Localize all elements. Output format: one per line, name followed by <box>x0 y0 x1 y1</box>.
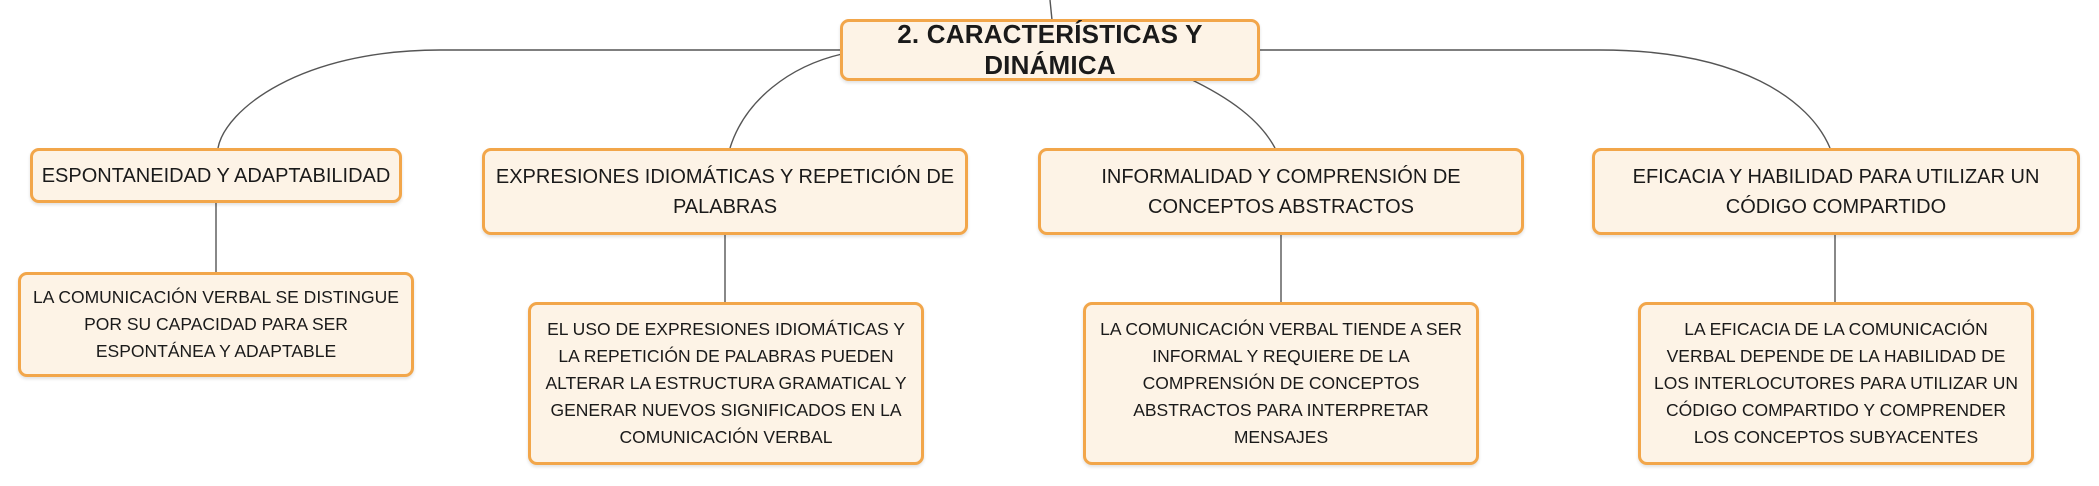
connector-root-to-branch-3 <box>1187 77 1276 149</box>
connector-root-to-branch-2 <box>729 53 843 149</box>
branch-title: INFORMALIDAD Y COMPRENSIÓN DE CONCEPTOS … <box>1101 165 1461 218</box>
branch-title: ESPONTANEIDAD Y ADAPTABILIDAD <box>41 164 391 187</box>
detail-text: LA COMUNICACIÓN VERBAL SE DISTINGUE POR … <box>33 287 399 361</box>
detail-node-1[interactable]: LA COMUNICACIÓN VERBAL SE DISTINGUE POR … <box>18 272 414 377</box>
detail-text: EL USO DE EXPRESIONES IDIOMÁTICAS Y LA R… <box>545 319 907 447</box>
detail-text: LA EFICACIA DE LA COMUNICACIÓN VERBAL DE… <box>1653 319 2018 447</box>
branch-node-4[interactable]: EFICACIA Y HABILIDAD PARA UTILIZAR UN CÓ… <box>1592 148 2080 235</box>
connector-parent-to-root <box>1049 0 1053 21</box>
detail-node-3[interactable]: LA COMUNICACIÓN VERBAL TIENDE A SER INFO… <box>1083 302 1479 465</box>
branch-node-1[interactable]: ESPONTANEIDAD Y ADAPTABILIDAD <box>30 148 402 203</box>
root-title: 2. CARACTERÍSTICAS Y DINÁMICA <box>897 19 1203 80</box>
detail-text: LA COMUNICACIÓN VERBAL TIENDE A SER INFO… <box>1100 319 1462 447</box>
detail-node-4[interactable]: LA EFICACIA DE LA COMUNICACIÓN VERBAL DE… <box>1638 302 2034 465</box>
detail-node-2[interactable]: EL USO DE EXPRESIONES IDIOMÁTICAS Y LA R… <box>528 302 924 465</box>
connector-root-to-branch-1 <box>217 49 842 149</box>
branch-node-3[interactable]: INFORMALIDAD Y COMPRENSIÓN DE CONCEPTOS … <box>1038 148 1524 235</box>
root-node[interactable]: 2. CARACTERÍSTICAS Y DINÁMICA <box>840 19 1260 81</box>
branch-title: EXPRESIONES IDIOMÁTICAS Y REPETICIÓN DE … <box>495 165 955 218</box>
branch-node-2[interactable]: EXPRESIONES IDIOMÁTICAS Y REPETICIÓN DE … <box>482 148 968 235</box>
branch-title: EFICACIA Y HABILIDAD PARA UTILIZAR UN CÓ… <box>1632 165 2040 218</box>
connector-root-to-branch-4 <box>1259 49 1831 149</box>
